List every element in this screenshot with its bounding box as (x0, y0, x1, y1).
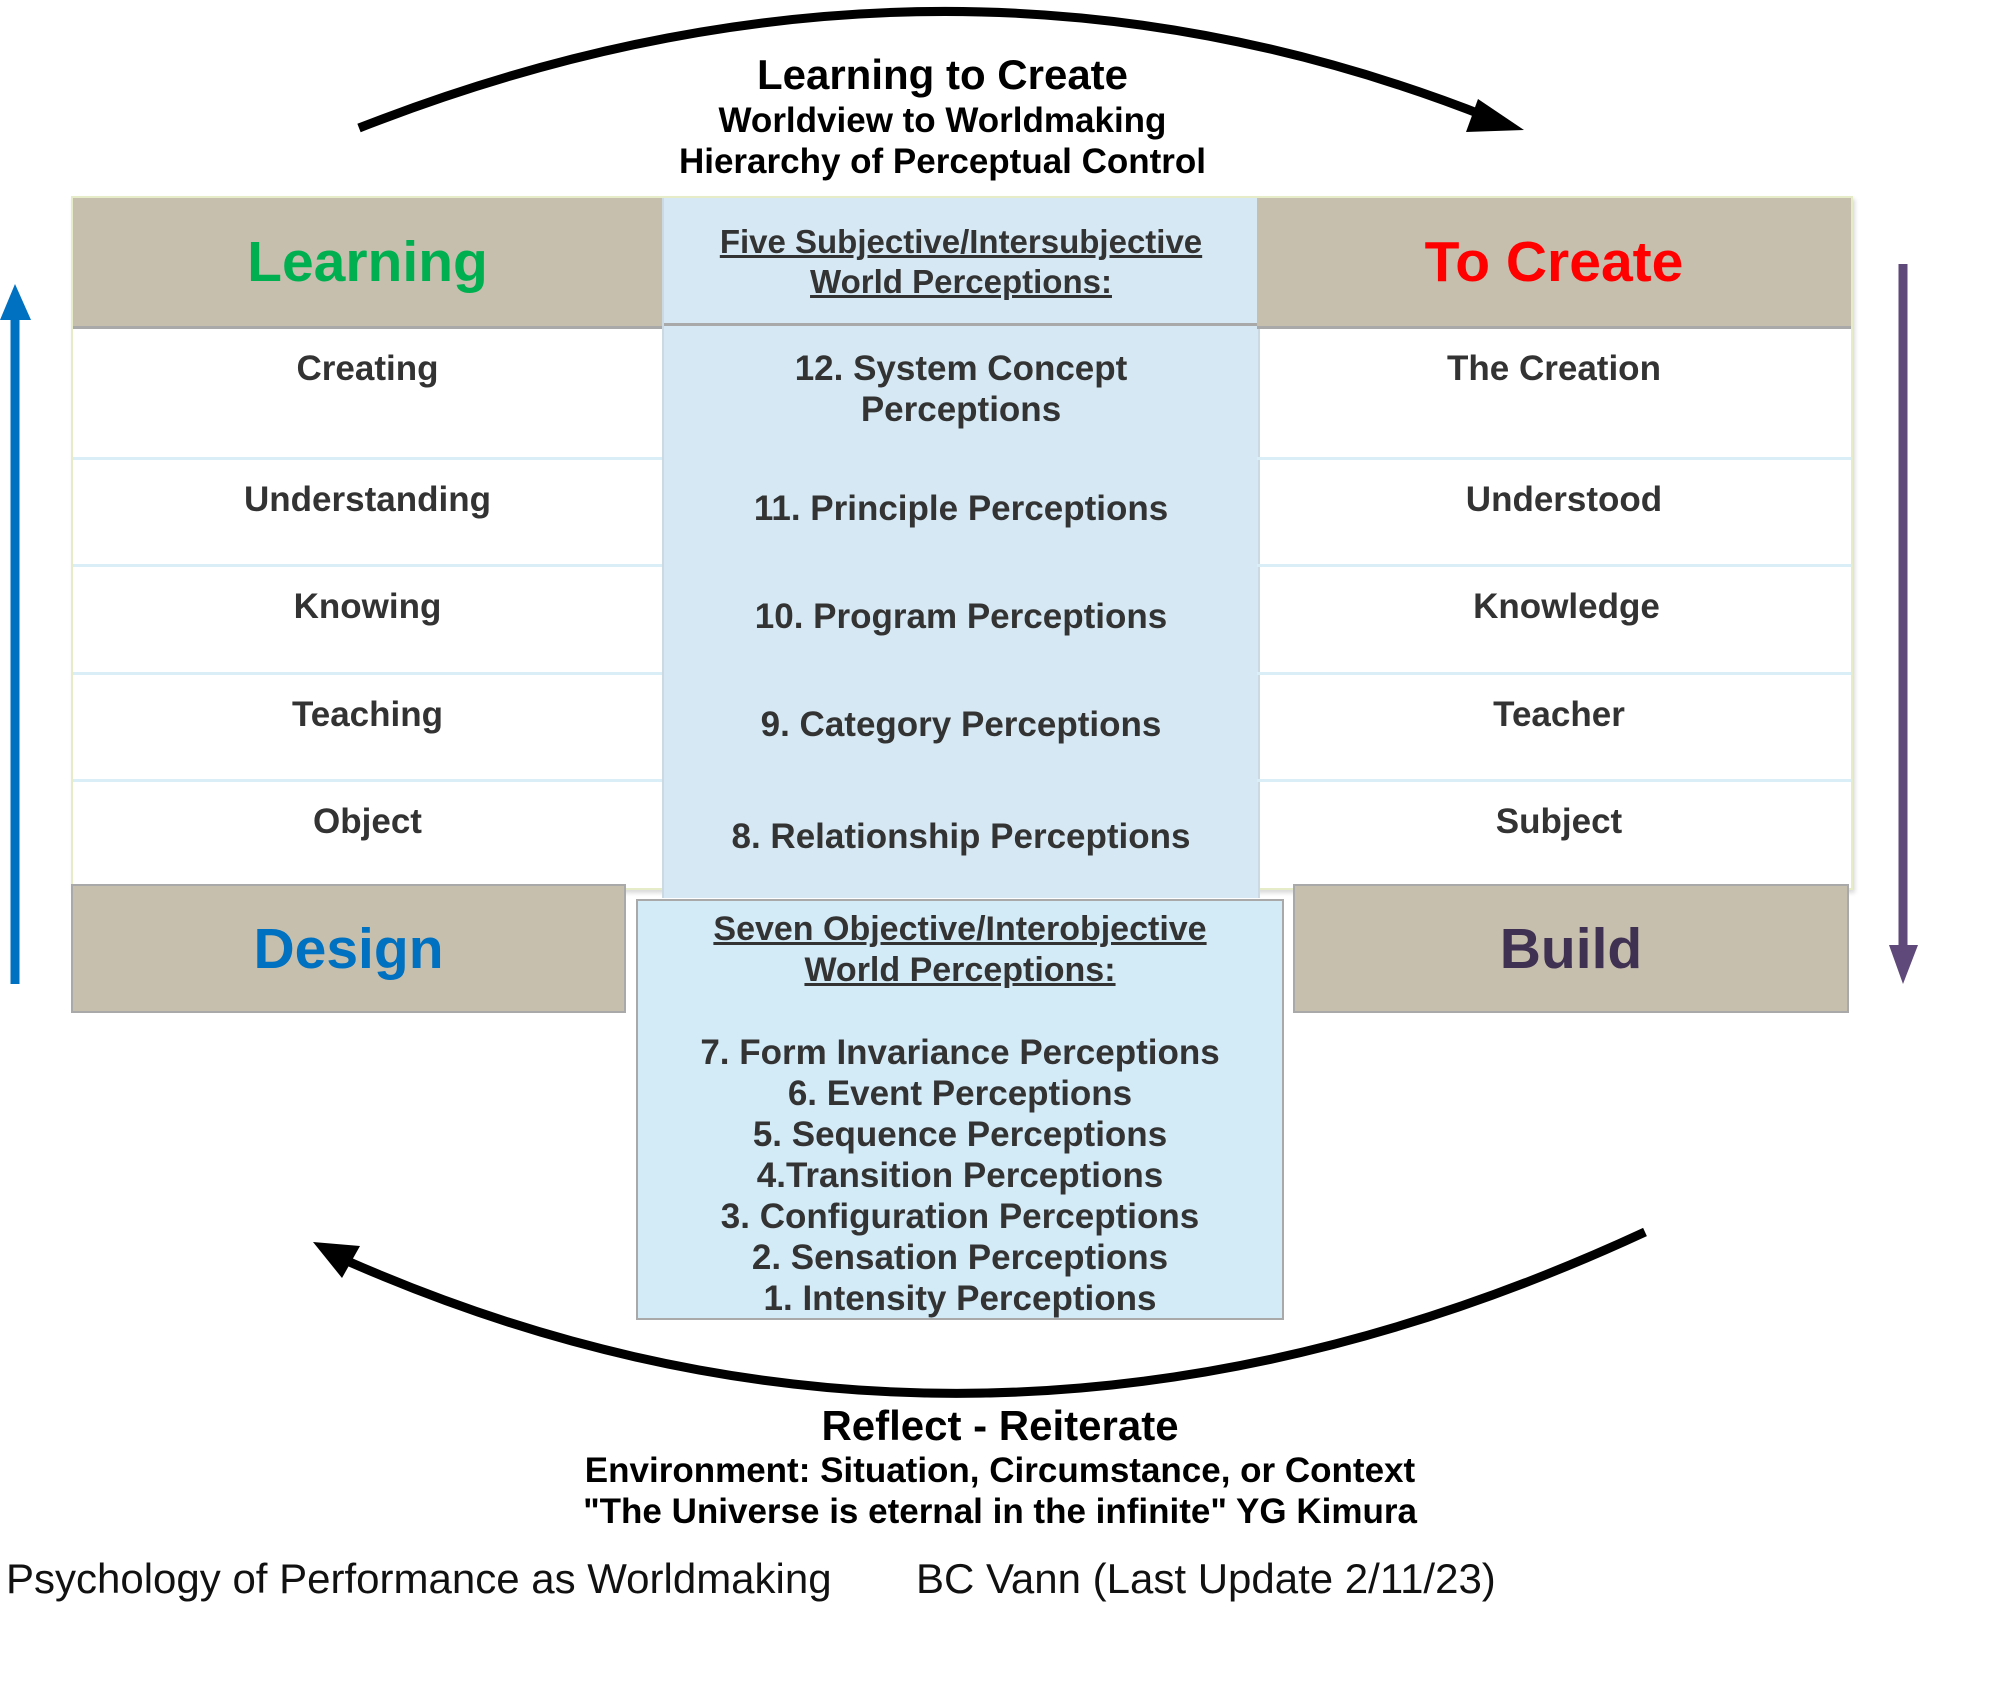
up-arrow-icon (0, 284, 31, 984)
perception-9: 9. Category Perceptions (760, 705, 1162, 744)
right-row: The Creation (1257, 329, 1851, 460)
left-row: Creating (73, 329, 662, 460)
perception-2: 2. Sensation Perceptions (751, 1238, 1169, 1277)
to-create-header: To Create (1257, 198, 1851, 329)
perception-10: 10. Program Perceptions (754, 597, 1168, 636)
perception-5: 5. Sequence Perceptions (752, 1115, 1168, 1154)
perception-8: 8. Relationship Perceptions (731, 817, 1191, 856)
quote-line: "The Universe is eternal in the infinite… (583, 1492, 1417, 1531)
left-row: Understanding (73, 460, 662, 567)
title-sub1: Worldview to Worldmaking (718, 101, 1167, 140)
down-arrow-icon (1889, 264, 1918, 984)
left-row: Knowing (73, 567, 662, 675)
objective-header-line2: World Perceptions: (804, 951, 1116, 989)
right-row: Understood (1257, 460, 1851, 567)
left-column: Learning Creating Understanding Knowing … (73, 198, 662, 886)
footer-left: Psychology of Performance as Worldmaking (6, 1555, 832, 1602)
center-column: Five Subjective/Intersubjective World Pe… (662, 198, 1260, 898)
objective-header-line1: Seven Objective/Interobjective (713, 910, 1207, 948)
reflect-title: Reflect - Reiterate (821, 1402, 1179, 1449)
perception-1: 1. Intensity Perceptions (763, 1279, 1157, 1318)
right-row: Teacher (1257, 675, 1851, 782)
perception-11: 11. Principle Perceptions (753, 489, 1169, 528)
reflect-caption: Reflect - Reiterate Environment: Situati… (430, 1402, 1570, 1532)
perception-12-line1: 12. System Concept (794, 349, 1128, 388)
perception-12-line2: Perceptions (860, 390, 1062, 429)
objective-perceptions-box: Seven Objective/Interobjective World Per… (636, 899, 1284, 1320)
perception-3: 3. Configuration Perceptions (720, 1197, 1200, 1236)
perception-7: 7. Form Invariance Perceptions (700, 1033, 1220, 1072)
perception-4: 4.Transition Perceptions (756, 1156, 1164, 1195)
build-box: Build (1293, 884, 1849, 1013)
title-sub2: Hierarchy of Perceptual Control (678, 142, 1207, 181)
design-box: Design (71, 884, 626, 1013)
subjective-header: Five Subjective/Intersubjective World Pe… (664, 198, 1258, 326)
right-row: Subject (1495, 802, 1623, 841)
learning-header: Learning (73, 198, 662, 329)
left-row: Object (313, 802, 422, 841)
perception-table: Learning Creating Understanding Knowing … (71, 196, 1853, 898)
left-row: Teaching (73, 675, 662, 782)
title-main: Learning to Create (756, 51, 1129, 98)
perception-12: 12. System Concept Perceptions (664, 348, 1258, 430)
bottom-arc-arrow (313, 1227, 1647, 1398)
diagram-title: Learning to Create Worldview to Worldmak… (560, 50, 1325, 182)
subjective-header-line2: World Perceptions: (810, 263, 1112, 300)
right-row: Knowledge (1257, 567, 1851, 675)
subjective-header-line1: Five Subjective/Intersubjective (719, 223, 1203, 260)
footer-right: BC Vann (Last Update 2/11/23) (916, 1555, 1496, 1602)
top-arc-arrow (357, 6, 1524, 133)
environment-line: Environment: Situation, Circumstance, or… (584, 1451, 1416, 1490)
perception-6: 6. Event Perceptions (787, 1074, 1133, 1113)
right-column: To Create The Creation Understood Knowle… (1257, 198, 1851, 886)
